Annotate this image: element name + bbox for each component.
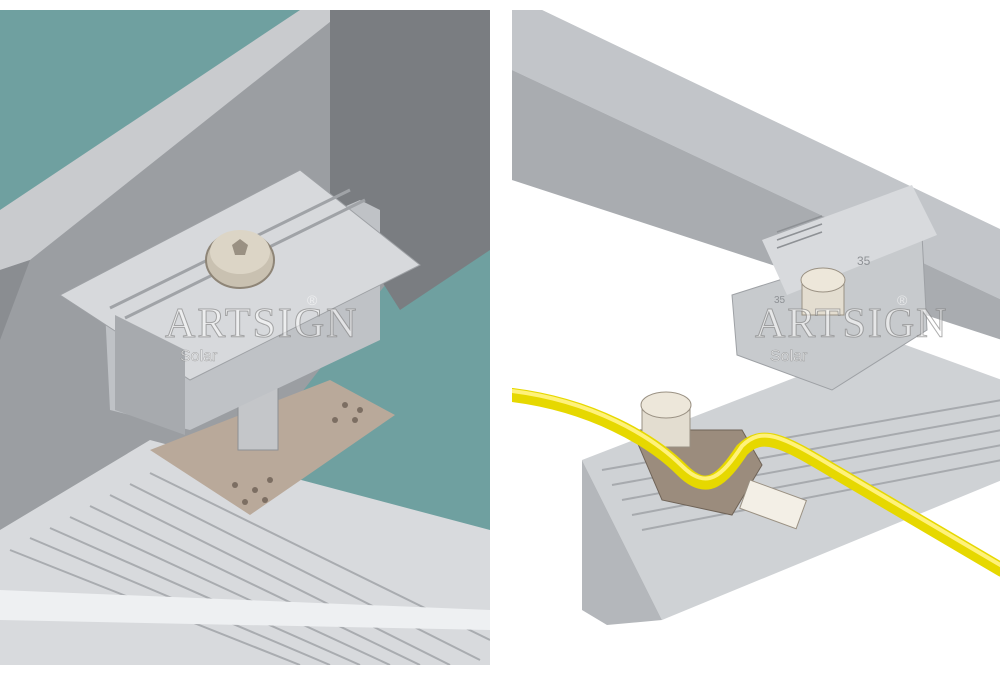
scale-mark-lower: 35 <box>774 295 786 306</box>
watermark-sub-left: Solar <box>180 348 218 366</box>
side-bolt <box>739 479 808 530</box>
scale-mark-upper: 35 <box>857 254 871 268</box>
plate-holes <box>232 402 363 505</box>
left-panel-clamp-illustration <box>0 10 490 665</box>
bolt-hex-socket <box>232 239 248 255</box>
watermark-registered-right: ® <box>897 292 908 308</box>
watermark-brand-left: ARTSIGN <box>164 301 359 348</box>
clamp-illustration-svg <box>0 10 490 665</box>
grounding-illustration-svg: 35 35 <box>512 10 1000 665</box>
scale-lines <box>776 215 823 249</box>
watermark-sub-right: Solar <box>770 348 808 366</box>
watermark-right: ARTSIGN ® Solar <box>754 292 949 366</box>
frame-beam-top <box>0 10 345 270</box>
grounding-wire <box>512 388 1000 577</box>
watermark-left: ARTSIGN ® Solar <box>164 292 359 366</box>
right-panel-grounding-illustration: 35 35 <box>512 10 1000 665</box>
lower-rail <box>582 340 1000 620</box>
watermark-registered-left: ® <box>307 292 318 308</box>
watermark-brand-right: ARTSIGN <box>754 301 949 348</box>
